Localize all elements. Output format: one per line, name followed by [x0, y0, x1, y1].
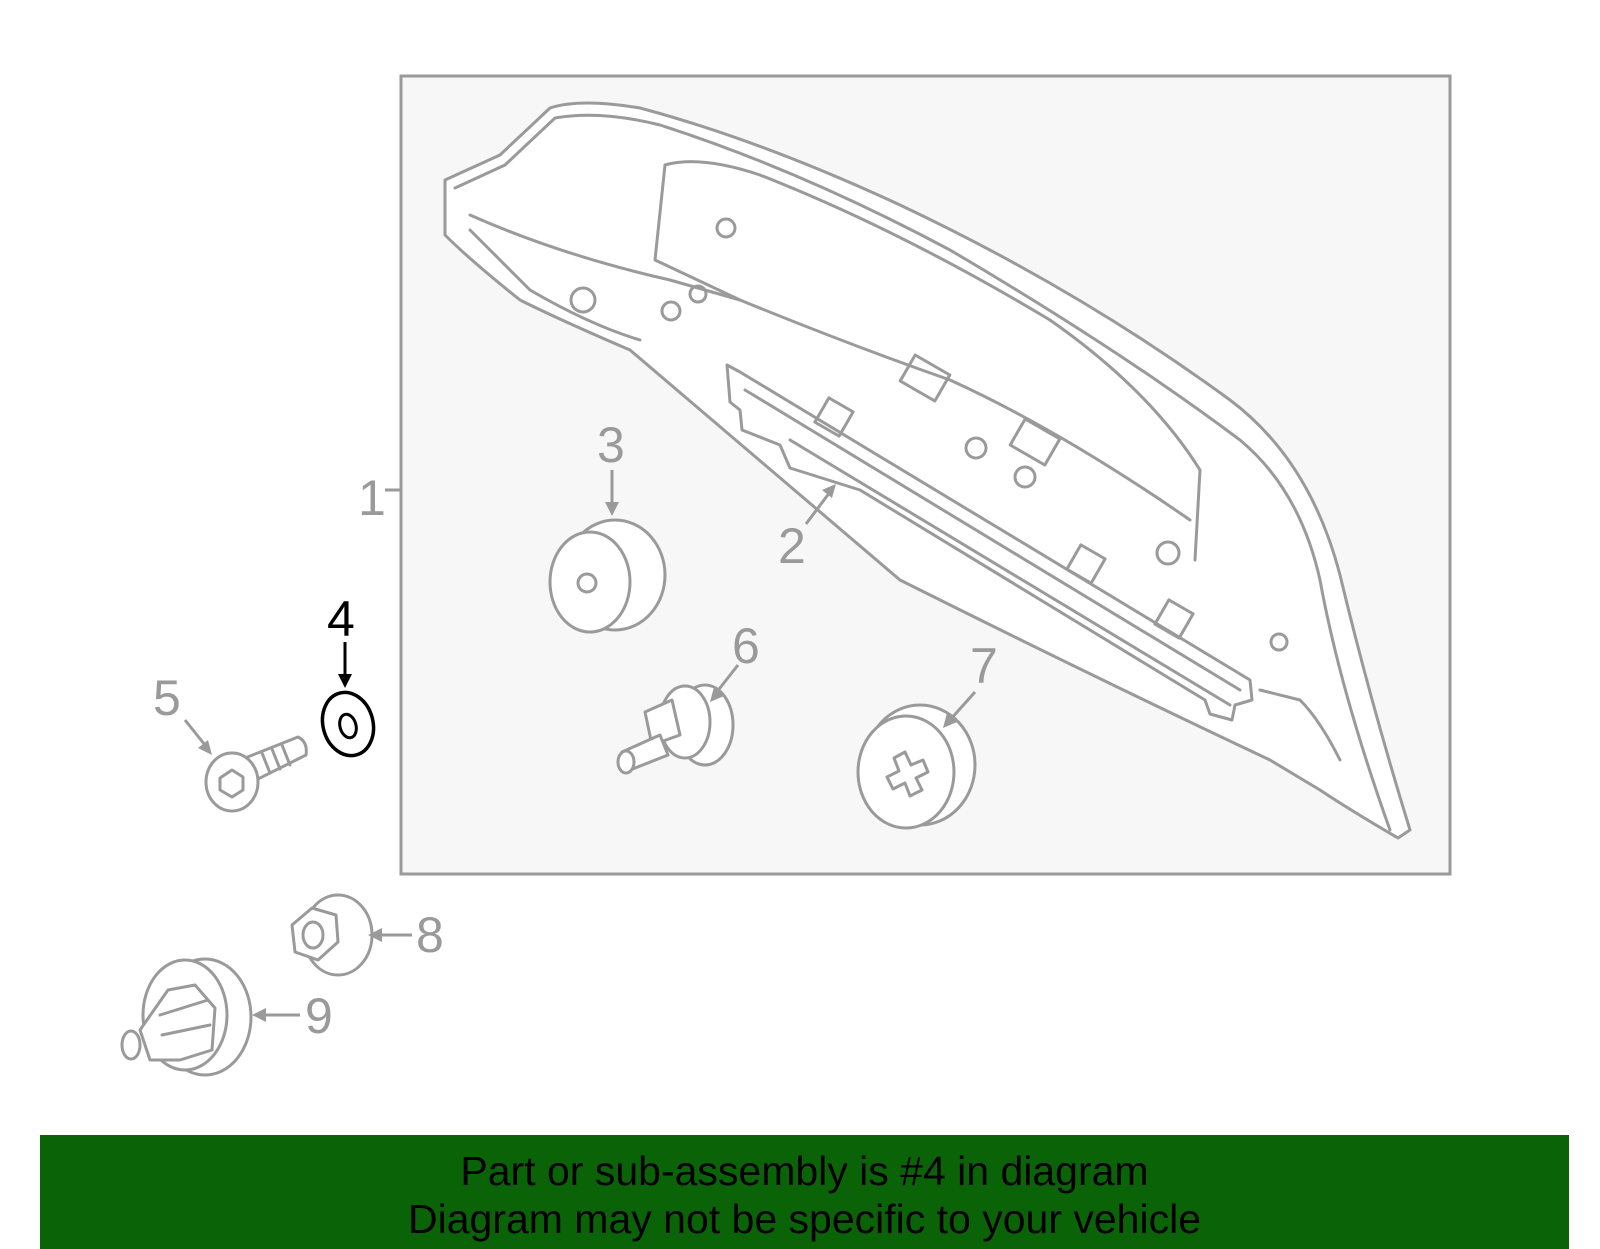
leader-arrow-7	[943, 691, 977, 728]
footer-banner: Part or sub-assembly is #4 in diagram Di…	[40, 1135, 1569, 1249]
leader-arrow-5	[183, 719, 212, 755]
callout-9: 9	[305, 988, 333, 1044]
leader-arrow-6	[710, 664, 740, 702]
callout-4: 4	[327, 591, 355, 647]
bolt-part-5	[204, 735, 308, 813]
callout-8: 8	[416, 907, 444, 963]
footer-line-disclaimer: Diagram may not be specific to your vehi…	[407, 1196, 1201, 1242]
leader-arrow-4	[338, 642, 352, 688]
leader-arrow-3	[605, 470, 619, 516]
callout-7: 7	[970, 638, 998, 694]
grommet-part-3	[548, 518, 667, 634]
callout-2: 2	[778, 518, 806, 574]
footer-line-part-info: Part or sub-assembly is #4 in diagram	[460, 1148, 1149, 1194]
flange-nut-part-8	[290, 893, 374, 977]
callout-5: 5	[153, 670, 181, 726]
tail-lamp-housing	[443, 101, 1412, 840]
callout-3: 3	[597, 417, 625, 473]
push-retainer-part-9	[120, 957, 253, 1077]
cap-part-7	[856, 703, 977, 830]
callout-1: 1	[358, 470, 386, 526]
leader-arrow-8	[368, 928, 412, 942]
leader-arrow-2	[804, 484, 836, 525]
washer-part-4	[320, 690, 376, 758]
stud-icon	[569, 217, 1289, 652]
callout-6: 6	[732, 618, 760, 674]
leader-arrow-9	[252, 1008, 300, 1022]
stud-clip-part-6	[616, 683, 735, 775]
